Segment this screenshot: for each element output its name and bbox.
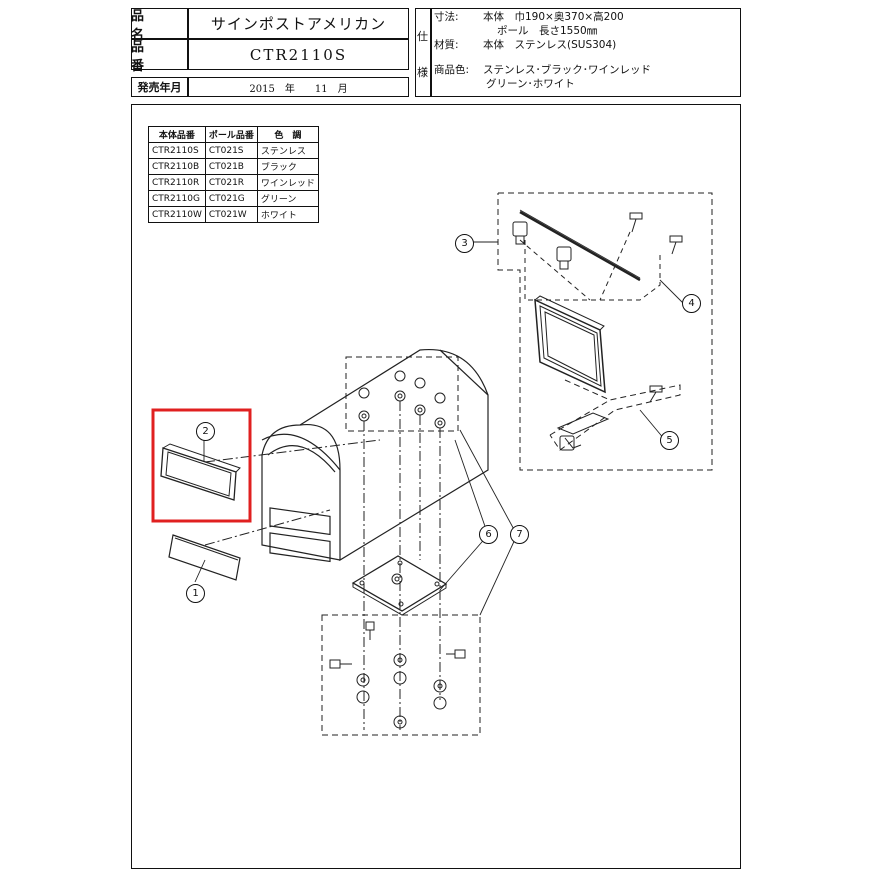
release-box — [131, 77, 409, 97]
name-label: 品 名 — [131, 8, 182, 43]
callout-3: 3 — [455, 234, 474, 253]
spec-side-char-2: 様 — [417, 66, 428, 79]
table-row: CTR2110W CT021W ホワイト — [148, 206, 319, 223]
release-label: 発売年月 — [137, 81, 182, 94]
spec-box — [415, 8, 741, 97]
callout-4: 4 — [682, 294, 701, 313]
header-divider-v — [187, 8, 189, 70]
callout-5-label: 5 — [666, 435, 673, 446]
bracket-assembly-group — [497, 192, 713, 471]
color-line2: グリーン･ホワイト — [486, 78, 575, 90]
spec-side-char-1: 仕 — [417, 30, 428, 43]
rod-part — [519, 210, 641, 282]
pole-number: CT021W — [204, 206, 258, 223]
callout-7: 7 — [510, 525, 529, 544]
color-name: ホワイト — [256, 206, 319, 223]
clip-part — [512, 221, 572, 270]
callout-6: 6 — [479, 525, 498, 544]
parts-table: 本体品番 ポール品番 色 調 CTR2110S CT021S ステンレス CTR… — [148, 126, 319, 223]
size-line2: ポール 長さ1550㎜ — [497, 25, 598, 37]
material-value: 本体 ステンレス(SUS304) — [483, 39, 617, 51]
number-value: CTR2110S — [249, 45, 348, 64]
callout-7-label: 7 — [516, 529, 523, 540]
material-label: 材質: — [434, 39, 459, 51]
callout-5: 5 — [660, 431, 679, 450]
callout-1-label: 1 — [192, 588, 199, 599]
bracket-frame — [534, 295, 606, 394]
table-row: CTR2110B CT021B ブラック — [148, 158, 319, 175]
callout-2: 2 — [196, 422, 215, 441]
color-line1: ステンレス･ブラック･ワインレッド — [483, 64, 651, 76]
leader-lines — [194, 241, 684, 616]
screw-part — [629, 212, 683, 255]
top-screws — [358, 370, 446, 429]
front-frame-part — [160, 443, 241, 501]
spec-divider — [430, 8, 432, 97]
mailbox-body — [261, 348, 489, 563]
callout-2-label: 2 — [202, 426, 209, 437]
release-value: 2015 年 11 月 — [249, 83, 348, 95]
table-row: CTR2110S CT021S ステンレス — [148, 142, 319, 159]
clamp-part — [556, 385, 663, 451]
size-label: 寸法: — [434, 11, 459, 23]
table-row: CTR2110R CT021R ワインレッド — [148, 174, 319, 191]
callout-4-label: 4 — [688, 298, 695, 309]
table-row: CTR2110G CT021G グリーン — [148, 190, 319, 207]
color-label: 商品色: — [434, 64, 470, 76]
bottom-hardware — [329, 621, 466, 729]
number-label: 品 番 — [131, 39, 182, 74]
body-number: CTR2110W — [148, 206, 206, 223]
callout-3-label: 3 — [461, 238, 468, 249]
highlight-box — [151, 408, 252, 523]
size-line1: 本体 巾190×奥370×高200 — [483, 11, 624, 23]
callout-1: 1 — [186, 584, 205, 603]
header-divider-h — [131, 38, 409, 40]
name-plate — [168, 534, 241, 581]
name-value: サインポストアメリカン — [210, 15, 387, 33]
callout-6-label: 6 — [485, 529, 492, 540]
release-divider — [187, 77, 189, 97]
